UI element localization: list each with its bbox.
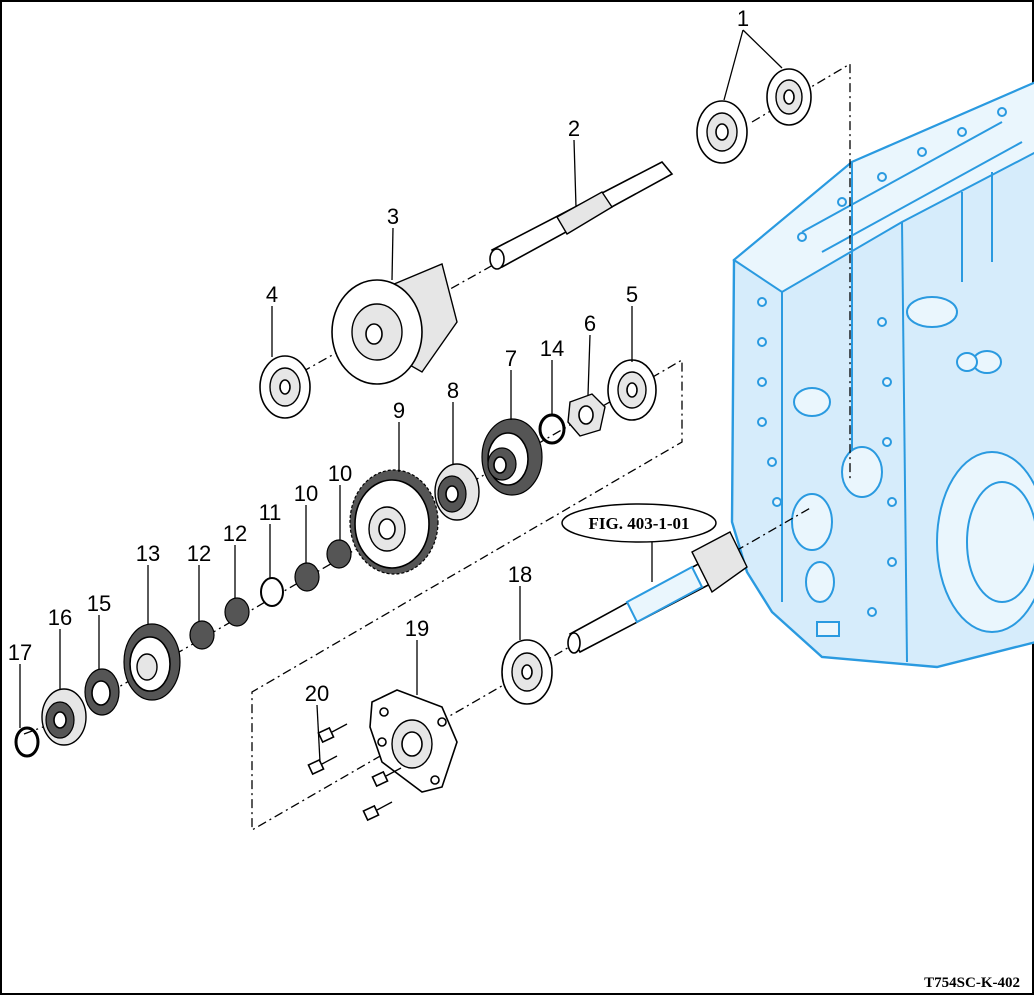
drawing-code: T754SC-K-402 xyxy=(924,975,1020,991)
part-11-washer xyxy=(260,577,284,607)
part-15-gear xyxy=(84,668,120,716)
reference-label: FIG. 403-1-01 xyxy=(561,503,717,543)
callout-13: 13 xyxy=(136,541,160,566)
callout-7: 7 xyxy=(505,346,517,371)
part-14-snap-ring xyxy=(538,413,566,445)
part-3-drum xyxy=(331,263,458,385)
output-shaft-reference xyxy=(567,531,748,654)
part-8-hub xyxy=(434,463,480,521)
callout-16: 16 xyxy=(48,605,72,630)
part-6-nut xyxy=(567,393,606,437)
callout-5: 5 xyxy=(626,282,638,307)
callout-8: 8 xyxy=(447,378,459,403)
transmission-housing xyxy=(730,81,1034,669)
callout-10-b: 10 xyxy=(294,481,318,506)
callout-2: 2 xyxy=(568,116,580,141)
part-20-bolts xyxy=(307,723,402,822)
part-17-snap-ring xyxy=(14,726,40,758)
figure-reference: FIG. 403-1-01 xyxy=(588,514,689,533)
part-10-needle-bearings xyxy=(294,539,352,592)
part-18-bearing xyxy=(501,639,553,705)
part-19-cover xyxy=(369,689,458,793)
callout-14: 14 xyxy=(540,336,564,361)
callout-10-a: 10 xyxy=(328,461,352,486)
part-5-bearing xyxy=(607,359,657,421)
callout-15: 15 xyxy=(87,591,111,616)
callout-11: 11 xyxy=(259,500,282,525)
part-16-hub xyxy=(41,688,87,746)
part-2-shaft xyxy=(489,160,674,270)
part-1-bearings xyxy=(696,68,812,164)
part-7-gear xyxy=(481,418,543,496)
callout-19: 19 xyxy=(405,616,429,641)
part-9-large-gear xyxy=(349,469,439,575)
callout-6: 6 xyxy=(584,311,596,336)
callout-12-a: 12 xyxy=(223,521,247,546)
callout-3: 3 xyxy=(387,204,399,229)
callout-9: 9 xyxy=(393,398,405,423)
callout-18: 18 xyxy=(508,562,532,587)
part-4-bearing xyxy=(259,355,311,419)
part-13-gear xyxy=(123,623,181,701)
callout-labels: 1 2 3 4 5 6 7 14 8 9 10 10 11 12 12 13 1… xyxy=(8,6,749,706)
callout-17: 17 xyxy=(8,640,32,665)
callout-20: 20 xyxy=(305,681,329,706)
part-12-needle-bearings xyxy=(189,597,250,650)
callout-12-b: 12 xyxy=(187,541,211,566)
callout-1: 1 xyxy=(737,6,749,31)
callout-4: 4 xyxy=(266,282,278,307)
leader-lines xyxy=(19,29,783,763)
